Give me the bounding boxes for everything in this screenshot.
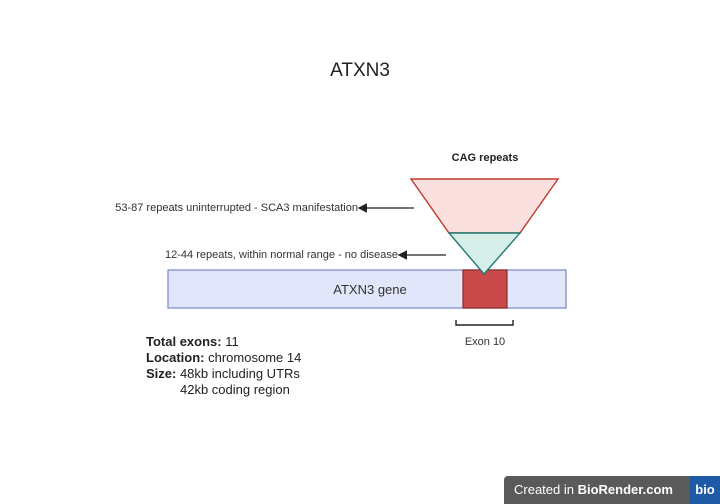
- exon-bracket: [455, 320, 514, 326]
- watermark-prefix: Created in: [514, 482, 578, 497]
- cag-repeats-label: CAG repeats: [451, 152, 519, 164]
- info-location: Location: chromosome 14: [146, 350, 301, 366]
- expanded-repeats-region: [409, 178, 560, 234]
- diagram-title: ATXN3: [330, 60, 390, 81]
- normal-repeats-region: [447, 232, 522, 276]
- info-location-value: chromosome 14: [204, 350, 302, 365]
- gene-info: Total exons: 11 Location: chromosome 14 …: [146, 334, 301, 398]
- info-exons: Total exons: 11: [146, 334, 301, 350]
- info-exons-value: 11: [221, 334, 239, 349]
- gene-label: ATXN3 gene: [333, 282, 407, 297]
- info-exons-key: Total exons:: [146, 334, 222, 349]
- info-location-key: Location:: [146, 350, 205, 365]
- exon-10-box: [462, 269, 508, 309]
- watermark-text: Created in BioRender.com: [514, 482, 673, 497]
- expanded-repeats-annotation: 53-87 repeats uninterrupted - SCA3 manif…: [115, 202, 358, 214]
- biorender-logo-icon: bio: [690, 476, 720, 504]
- normal-repeats-annotation: 12-44 repeats, within normal range - no …: [165, 249, 398, 261]
- biorender-watermark[interactable]: Created in BioRender.com bio: [504, 476, 720, 504]
- info-size: Size: 48kb including UTRs: [146, 366, 301, 382]
- info-size-coding: 42kb coding region: [180, 382, 290, 397]
- exon-label: Exon 10: [464, 336, 506, 348]
- info-size-value: 48kb including UTRs: [176, 366, 300, 381]
- info-size-key: Size:: [146, 366, 177, 381]
- watermark-brand: BioRender.com: [577, 482, 673, 497]
